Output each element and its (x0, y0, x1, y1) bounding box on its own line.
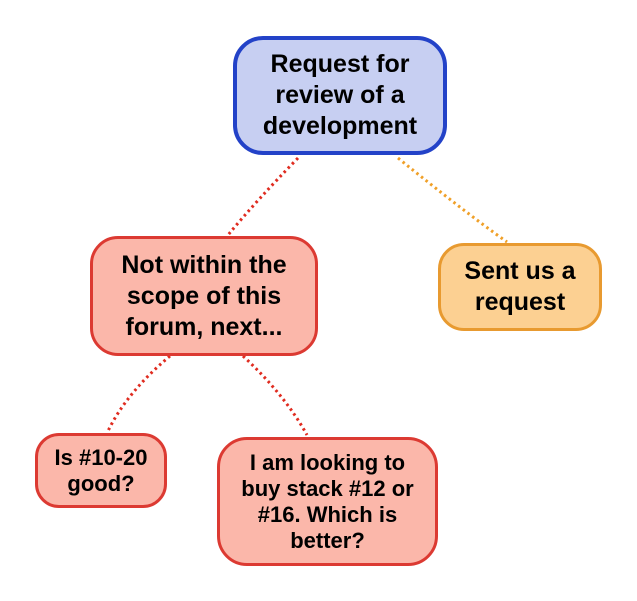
edge-not-in-scope-to-is-good (106, 354, 171, 432)
node-request-review-label: Request for review of a development (262, 50, 418, 140)
edge-root-to-not-in-scope (226, 156, 300, 236)
node-looking-to-buy-label: I am looking to buy stack #12 or #16. Wh… (241, 449, 414, 553)
edge-root-to-sent-request (397, 156, 508, 244)
node-is-good-label: Is #10-20 good? (54, 444, 148, 496)
node-request-review: Request for review of a development (233, 36, 447, 155)
node-sent-request: Sent us a request (438, 243, 602, 331)
node-looking-to-buy: I am looking to buy stack #12 or #16. Wh… (217, 437, 438, 566)
edge-not-in-scope-to-looking-to-buy (241, 354, 309, 436)
node-sent-request-label: Sent us a request (464, 257, 576, 316)
node-not-in-scope-label: Not within the scope of this forum, next… (121, 250, 287, 341)
node-is-good: Is #10-20 good? (35, 433, 167, 508)
node-not-in-scope: Not within the scope of this forum, next… (90, 236, 318, 356)
